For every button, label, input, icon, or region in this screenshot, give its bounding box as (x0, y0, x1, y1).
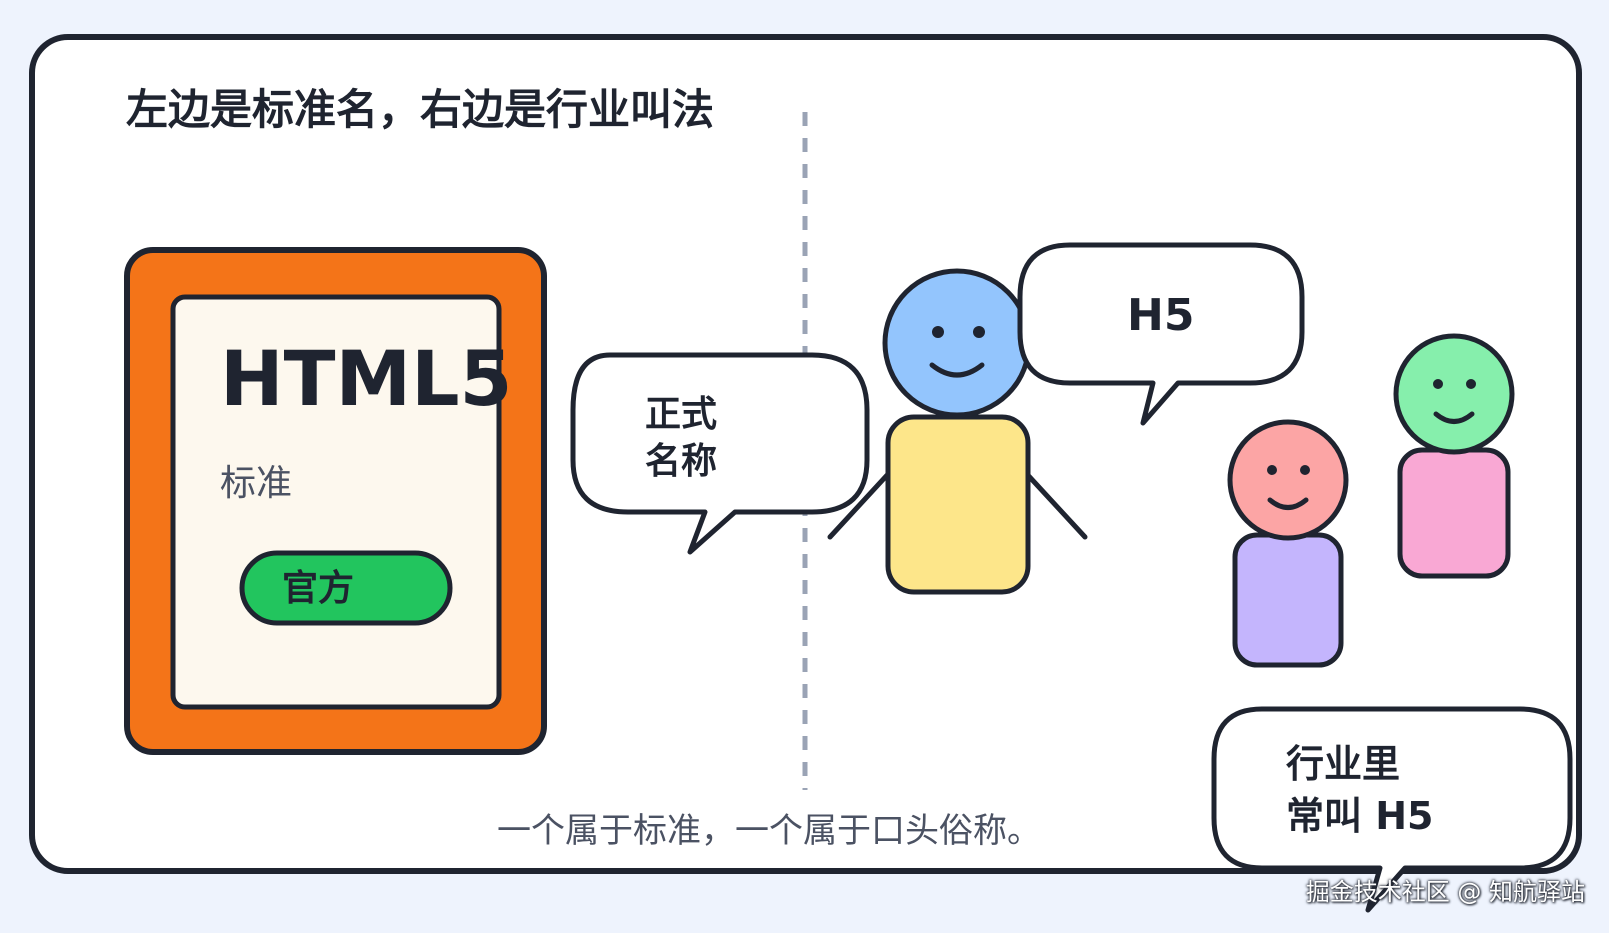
speech-bubble-industry: 行业里 常叫 H5 (1211, 706, 1573, 913)
person3-body (1397, 447, 1511, 579)
person-listener-red (1227, 419, 1349, 668)
official-badge-label: 官方 (282, 568, 354, 609)
person1-left-arm (827, 469, 893, 540)
diagram-caption: 一个属于标准，一个属于口头俗称。 (497, 811, 1041, 851)
person-listener-green (1393, 333, 1515, 579)
diagram-title: 左边是标准名，右边是行业叫法 (126, 85, 714, 134)
speech-bubble-h5: H5 (1017, 242, 1305, 426)
person-speaker (827, 268, 1088, 595)
person2-right-eye (1300, 465, 1310, 475)
person1-body (885, 414, 1031, 595)
person2-body (1232, 532, 1344, 668)
bubble-industry-line2: 常叫 H5 (1286, 794, 1433, 838)
standard-subtitle: 标准 (220, 463, 292, 504)
person1-smile (929, 362, 985, 378)
person1-left-eye (932, 326, 944, 338)
watermark: 掘金技术社区 @ 知航驿站 (1305, 878, 1585, 906)
bubble-h5-shape (1017, 242, 1305, 426)
bubble-formal-shape (570, 352, 870, 555)
bubble-formal-line1: 正式 (645, 394, 717, 435)
person3-smile (1433, 411, 1475, 424)
official-badge (239, 550, 453, 626)
bubble-industry-line1: 行业里 (1286, 742, 1400, 786)
person1-head (882, 268, 1032, 418)
standard-card: HTML5 标准 官方 (124, 247, 547, 755)
person3-right-eye (1466, 379, 1476, 389)
bubble-h5-text: H5 (1127, 290, 1194, 341)
person2-left-eye (1267, 465, 1277, 475)
bubble-industry-shape (1211, 706, 1573, 913)
person1-right-eye (973, 326, 985, 338)
person2-smile (1267, 497, 1309, 510)
person3-left-eye (1433, 379, 1443, 389)
speech-bubble-formal: 正式 名称 (570, 352, 870, 555)
standard-name: HTML5 (220, 334, 512, 423)
bubble-formal-line2: 名称 (645, 441, 717, 482)
person1-right-arm (1022, 469, 1088, 540)
person3-head (1393, 333, 1515, 455)
person2-head (1227, 419, 1349, 541)
